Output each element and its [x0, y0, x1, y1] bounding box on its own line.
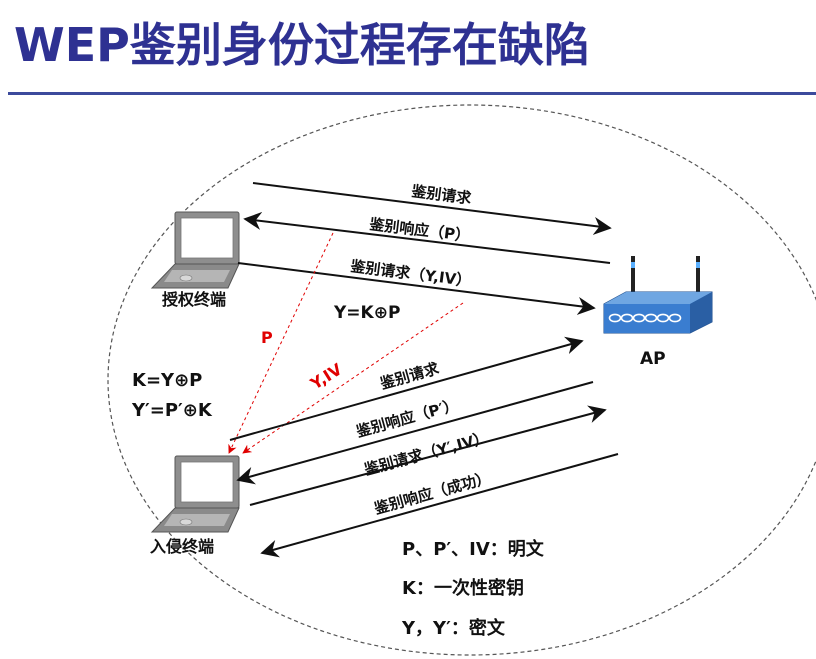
- eavesdrop-y-iv-label: Y,IV: [306, 359, 346, 394]
- msg-auth-request-2: 鉴别请求: [377, 359, 442, 393]
- arrow-auth-request-y-prime-iv: [249, 405, 607, 506]
- arrow-auth-response-p: [243, 212, 611, 264]
- legend-key: K：一次性密钥: [402, 577, 524, 599]
- title-rule: [8, 92, 816, 95]
- eavesdrop-y-iv-line: [242, 302, 464, 454]
- arrow-auth-request-2: [229, 336, 584, 441]
- intruder-terminal-label: 入侵终端: [150, 537, 214, 556]
- msg-auth-request-y-prime-iv: 鉴别请求（Y′,IV）: [361, 428, 490, 479]
- legend-ciphertext: Y，Y′：密文: [401, 617, 506, 639]
- arrow-auth-response-success: [260, 453, 619, 558]
- formula-y-eq: Y=K⊕P: [333, 303, 400, 323]
- eavesdrop-p-label: P: [261, 328, 273, 347]
- arrow-auth-response-p-prime: [236, 381, 594, 485]
- access-point-label: AP: [640, 349, 666, 369]
- intruder-laptop-icon: [150, 455, 240, 533]
- authorized-terminal-label: 授权终端: [162, 290, 226, 309]
- arrow-auth-request-1: [252, 182, 612, 235]
- slide-title: WEP鉴别身份过程存在缺陷: [14, 18, 590, 72]
- arrow-auth-request-y-iv: [237, 262, 596, 315]
- network-boundary-ellipse: [107, 104, 816, 656]
- access-point-icon: [603, 256, 713, 334]
- authorized-laptop-icon: [150, 211, 240, 289]
- formula-k-eq: K=Y⊕P: [132, 370, 202, 391]
- formula-y-prime-eq: Y′=P′⊕K: [131, 400, 213, 421]
- legend-plaintext: P、P′、IV：明文: [402, 538, 545, 560]
- eavesdrop-p-line: [228, 232, 334, 454]
